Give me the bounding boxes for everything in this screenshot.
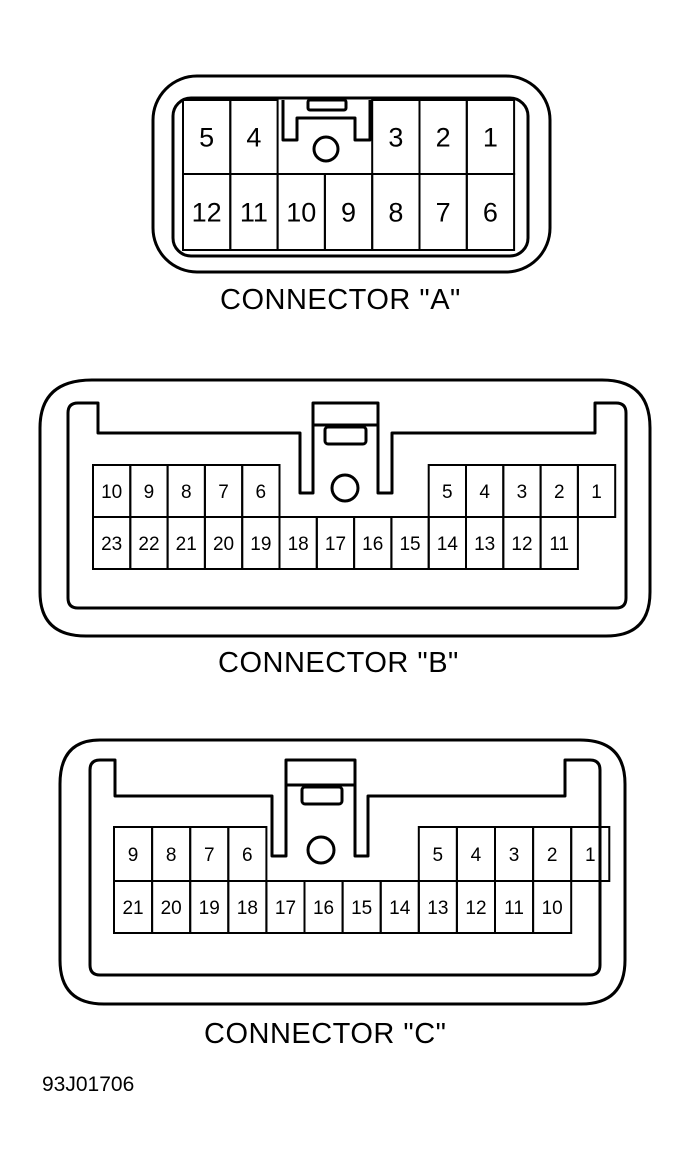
pin-number: 14 <box>437 534 459 555</box>
pin-number: 10 <box>286 198 316 228</box>
pin-number: 19 <box>199 898 220 919</box>
pin-number: 12 <box>465 898 486 919</box>
pin-number: 5 <box>442 482 453 503</box>
figure-code: 93J01706 <box>42 1073 135 1096</box>
pin-cell <box>576 464 617 518</box>
connector-b-label: CONNECTOR "B" <box>218 647 459 679</box>
pin-number: 5 <box>199 123 214 153</box>
pin-number: 6 <box>483 198 498 228</box>
pin-number: 21 <box>122 898 143 919</box>
pin-number: 15 <box>351 898 372 919</box>
pin-number: 22 <box>138 534 159 555</box>
pin-number: 11 <box>549 534 569 555</box>
pin-number: 12 <box>511 534 532 555</box>
pin-number: 7 <box>436 198 451 228</box>
pin-number: 9 <box>144 482 155 503</box>
pin-number: 1 <box>483 123 498 153</box>
connector-a-label: CONNECTOR "A" <box>220 284 461 316</box>
pin-number: 20 <box>213 534 234 555</box>
pin-number: 8 <box>181 482 192 503</box>
pin-number: 17 <box>325 534 346 555</box>
pin-number: 19 <box>250 534 271 555</box>
pin-number: 6 <box>256 482 267 503</box>
pin-number: 21 <box>176 534 197 555</box>
pin-number: 9 <box>341 198 356 228</box>
pin-number: 1 <box>585 845 596 866</box>
pin-number: 2 <box>554 482 565 503</box>
pin-number: 3 <box>509 845 520 866</box>
pin-number: 14 <box>389 898 411 919</box>
pin-number: 8 <box>388 198 403 228</box>
pin-number: 3 <box>517 482 528 503</box>
pin-number: 23 <box>101 534 122 555</box>
pin-number: 6 <box>242 845 253 866</box>
connector-c-housing <box>58 738 627 1006</box>
pin-number: 8 <box>166 845 177 866</box>
pin-cell <box>532 880 573 934</box>
pin-number: 2 <box>547 845 558 866</box>
pin-number: 5 <box>433 845 444 866</box>
pin-number: 13 <box>474 534 495 555</box>
pin-number: 11 <box>240 198 268 228</box>
connector-b-housing <box>38 378 652 638</box>
pin-number: 20 <box>161 898 182 919</box>
pin-number: 11 <box>504 898 524 919</box>
pin-cell <box>539 516 579 570</box>
connector-c-label: CONNECTOR "C" <box>204 1018 447 1050</box>
pin-number: 1 <box>591 482 602 503</box>
connector-a-housing <box>151 74 552 274</box>
pin-number: 7 <box>204 845 215 866</box>
pin-number: 13 <box>427 898 448 919</box>
pin-number: 10 <box>542 898 563 919</box>
pin-number: 12 <box>192 198 222 228</box>
pin-number: 2 <box>436 123 451 153</box>
pin-number: 15 <box>399 534 420 555</box>
pin-number: 16 <box>362 534 383 555</box>
pin-cell <box>465 173 516 251</box>
pin-number: 18 <box>288 534 309 555</box>
pin-cell <box>570 826 611 882</box>
pin-number: 18 <box>237 898 258 919</box>
pin-number: 4 <box>246 123 261 153</box>
connector-a-pins: 5 4 3 2 1 12 11 10 9 8 7 6 <box>182 99 516 251</box>
pin-number: 10 <box>101 482 122 503</box>
pin-number: 7 <box>218 482 229 503</box>
pin-number: 4 <box>471 845 482 866</box>
pin-number: 4 <box>479 482 490 503</box>
pin-number: 16 <box>313 898 334 919</box>
pin-number: 9 <box>128 845 139 866</box>
pin-number: 3 <box>388 123 403 153</box>
pin-number: 17 <box>275 898 296 919</box>
